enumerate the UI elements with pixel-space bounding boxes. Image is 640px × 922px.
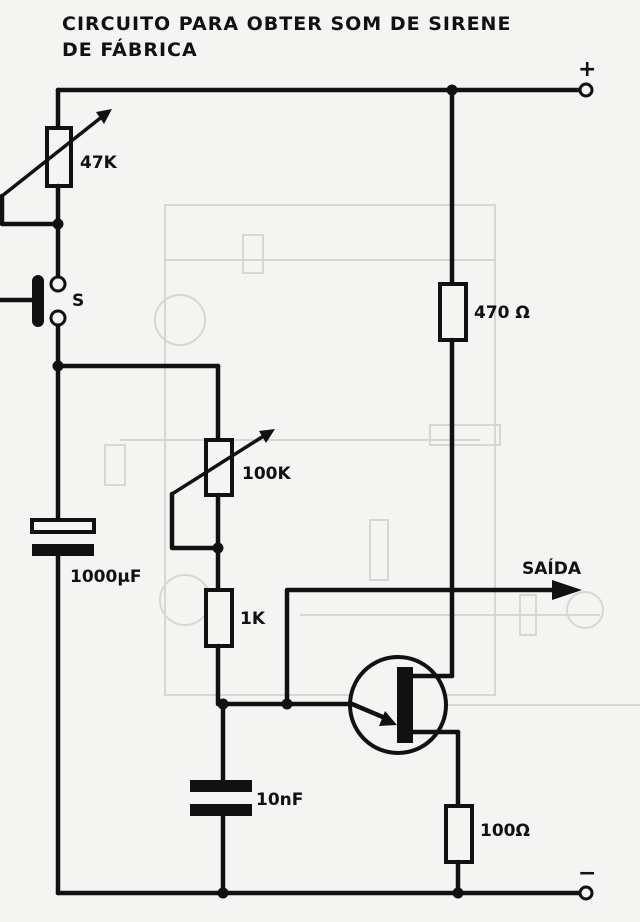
resistor-100-ohm — [444, 804, 474, 864]
capacitor-10nf-plate-bottom — [190, 804, 252, 816]
diagram-title-line1: CIRCUITO PARA OBTER SOM DE SIRENE — [62, 13, 511, 35]
pot-100k-label: 100K — [242, 464, 291, 484]
switch-contact-bottom — [49, 309, 67, 327]
switch-contact-top — [49, 275, 67, 293]
cap-1000uf-label: 1000μF — [70, 567, 141, 587]
bleed-through-background — [104, 204, 640, 706]
res-1k-label: 1K — [240, 609, 266, 629]
output-label: SAÍDA — [522, 557, 582, 579]
capacitor-1000uf-plus-plate — [30, 518, 96, 534]
diagram-title-line2: DE FÁBRICA — [62, 38, 198, 61]
output-wire — [284, 587, 563, 707]
transistor-base-bar — [397, 667, 413, 743]
potentiometer-100k — [204, 438, 234, 497]
capacitor-1000uf-minus-plate — [32, 544, 94, 556]
cap-10nf-label: 10nF — [256, 790, 303, 810]
pot-100k-arrow — [171, 430, 271, 496]
positive-terminal-label: + — [578, 57, 596, 82]
negative-terminal — [578, 885, 594, 901]
switch-s-pushbutton — [32, 275, 44, 327]
res-470-label: 470 Ω — [474, 303, 530, 323]
positive-terminal — [578, 82, 594, 98]
pot-47k-arrow — [0, 110, 110, 198]
pot-47k-label: 47K — [80, 153, 118, 173]
capacitor-10nf-plate-top — [190, 780, 252, 792]
resistor-1k — [204, 588, 234, 648]
emitter-arrow-icon — [379, 711, 397, 726]
negative-terminal-label: − — [578, 861, 596, 886]
resistor-470-ohm — [438, 282, 468, 342]
output-arrow-icon — [552, 580, 582, 600]
res-100-label: 100Ω — [480, 821, 530, 841]
switch-s-label: S — [72, 291, 84, 311]
